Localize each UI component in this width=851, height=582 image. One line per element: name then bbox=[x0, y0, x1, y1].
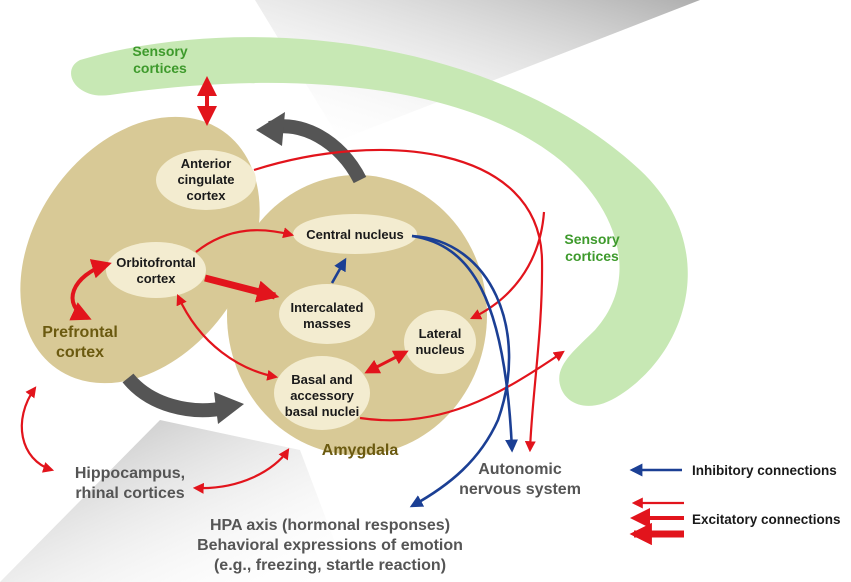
gray-arrow-top-head bbox=[256, 112, 285, 146]
label-hpa: HPA axis (hormonal responses) Behavioral… bbox=[197, 517, 463, 574]
svg-text:Sensory: Sensory bbox=[564, 231, 619, 247]
central-nucleus bbox=[293, 214, 417, 254]
arrow-central-autonomic bbox=[411, 234, 519, 453]
gray-arrow-bottom-head bbox=[214, 392, 244, 424]
sensory-cortex-band bbox=[71, 37, 688, 406]
arrow-orbitofrontal-prefrontal bbox=[69, 259, 112, 321]
svg-text:cortices: cortices bbox=[565, 248, 619, 264]
arrow-cingulate-autonomic bbox=[253, 148, 544, 453]
arrow-orbitofrontal-intercalated bbox=[204, 274, 280, 303]
shadow-cone-top bbox=[255, 0, 700, 140]
svg-text:basal nuclei: basal nuclei bbox=[285, 404, 359, 419]
label-intercalated: Intercalated masses bbox=[291, 300, 364, 331]
svg-text:Hippocampus,: Hippocampus, bbox=[75, 465, 185, 482]
svg-text:Prefrontal: Prefrontal bbox=[42, 324, 118, 341]
label-anterior-cingulate: Anterior cingulate cortex bbox=[177, 156, 234, 203]
svg-text:masses: masses bbox=[303, 316, 351, 331]
svg-text:cortex: cortex bbox=[186, 188, 226, 203]
svg-text:Autonomic: Autonomic bbox=[478, 461, 562, 478]
svg-text:HPA axis (hormonal responses): HPA axis (hormonal responses) bbox=[210, 517, 450, 534]
label-hippocampus: Hippocampus, rhinal cortices bbox=[75, 465, 185, 502]
arrow-hippocampus-amygdala bbox=[192, 448, 290, 494]
label-basal: Basal and accessory basal nuclei bbox=[285, 372, 359, 419]
svg-text:cortices: cortices bbox=[133, 60, 187, 76]
label-lateral: Lateral nucleus bbox=[415, 326, 464, 357]
svg-text:Sensory: Sensory bbox=[132, 43, 187, 59]
arrow-orbitofrontal-basal bbox=[176, 293, 279, 381]
svg-text:nervous system: nervous system bbox=[459, 481, 581, 498]
svg-text:nucleus: nucleus bbox=[415, 342, 464, 357]
svg-text:Anterior: Anterior bbox=[181, 156, 232, 171]
label-autonomic: Autonomic nervous system bbox=[459, 461, 581, 498]
svg-text:cingulate: cingulate bbox=[177, 172, 234, 187]
anterior-cingulate-nucleus bbox=[156, 150, 256, 210]
svg-text:Intercalated: Intercalated bbox=[291, 300, 364, 315]
arrow-central-hpa bbox=[409, 234, 511, 508]
arrow-intercalated-central bbox=[330, 257, 347, 284]
legend: Inhibitory connections Excitatory connec… bbox=[629, 463, 841, 546]
svg-text:Lateral: Lateral bbox=[419, 326, 462, 341]
arrow-basal-sensory bbox=[359, 350, 565, 422]
label-central-nucleus: Central nucleus bbox=[306, 227, 404, 242]
svg-text:(e.g., freezing, startle react: (e.g., freezing, startle reaction) bbox=[214, 557, 446, 574]
label-amygdala: Amygdala bbox=[322, 442, 399, 459]
svg-text:Basal and: Basal and bbox=[291, 372, 352, 387]
legend-inhibitory-label: Inhibitory connections bbox=[692, 463, 837, 478]
gray-arrow-bottom bbox=[122, 373, 227, 418]
legend-excitatory-label: Excitatory connections bbox=[692, 512, 841, 527]
label-orbitofrontal: Orbitofrontal cortex bbox=[116, 255, 195, 286]
svg-text:accessory: accessory bbox=[290, 388, 354, 403]
svg-text:rhinal cortices: rhinal cortices bbox=[75, 485, 184, 502]
arrow-sensory-lateral bbox=[470, 211, 546, 320]
arrow-lateral-basal bbox=[364, 350, 409, 374]
svg-text:Behavioral expressions of emot: Behavioral expressions of emotion bbox=[197, 537, 463, 554]
intercalated-masses-nucleus bbox=[279, 284, 375, 344]
svg-text:cortex: cortex bbox=[56, 344, 104, 361]
arrow-prefrontal-hippocampus bbox=[20, 386, 55, 473]
label-prefrontal: Prefrontal cortex bbox=[42, 324, 118, 361]
arrow-orbitofrontal-central bbox=[195, 227, 295, 253]
label-sensory-top: Sensory cortices bbox=[132, 43, 187, 76]
label-sensory-right: Sensory cortices bbox=[564, 231, 619, 264]
svg-text:Orbitofrontal: Orbitofrontal bbox=[116, 255, 195, 270]
basal-nuclei bbox=[274, 356, 370, 430]
svg-text:cortex: cortex bbox=[136, 271, 176, 286]
orbitofrontal-nucleus bbox=[106, 242, 206, 298]
lateral-nucleus bbox=[404, 310, 476, 374]
